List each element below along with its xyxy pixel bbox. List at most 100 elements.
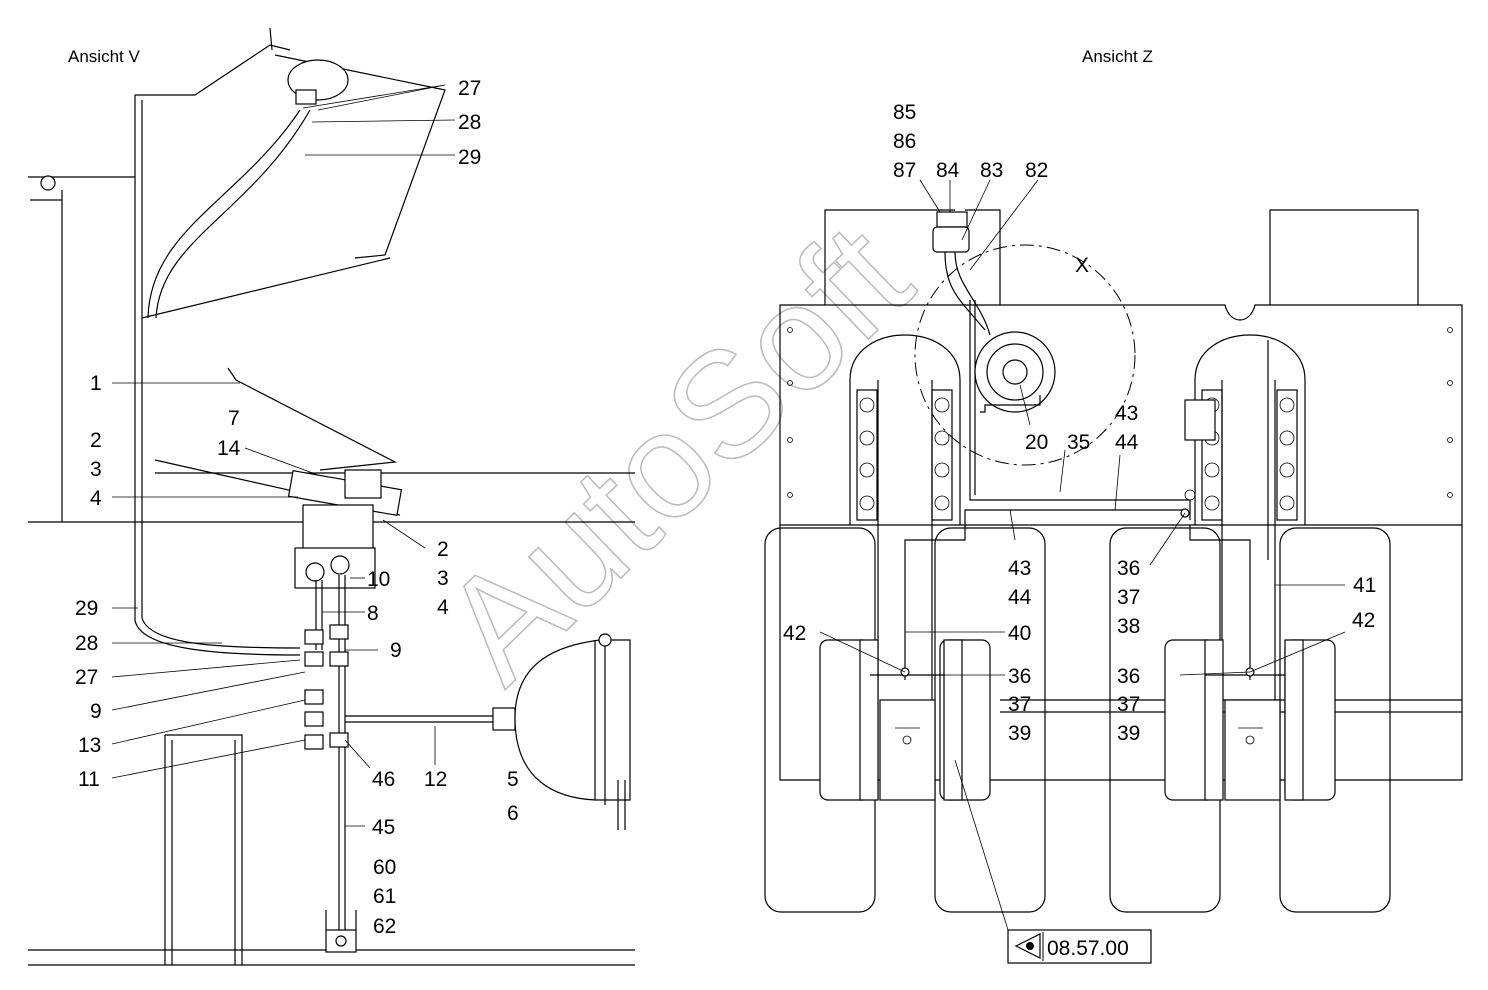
- leader-43b: [1009, 509, 1016, 541]
- leader-83: [961, 179, 991, 241]
- arch-right: [1194, 334, 1306, 525]
- callout-46: 46: [372, 768, 395, 791]
- callout-7: 7: [228, 407, 240, 430]
- leader-20: [1019, 384, 1031, 426]
- fitting-b: [329, 651, 349, 667]
- callout-43: 43: [1115, 402, 1138, 425]
- fitting-g: [304, 734, 324, 750]
- callout-82: 82: [1025, 159, 1048, 182]
- callout-20: 20: [1025, 431, 1048, 454]
- callout-84: 84: [936, 159, 960, 182]
- callout-44: 44: [1115, 431, 1139, 454]
- brake-valve-body: [302, 504, 374, 554]
- callout-10: 10: [367, 568, 390, 591]
- hose-lower-1: [134, 510, 301, 656]
- callout-41: 41: [1353, 574, 1376, 597]
- fitting-h: [329, 732, 349, 748]
- housing-left-wall: [134, 95, 143, 510]
- right-callouts: 85 86 87 84 83 82 20 35 43 44 43 44 40 4…: [783, 101, 1376, 745]
- leader-87: [919, 179, 941, 213]
- callout-28-b: 28: [75, 632, 98, 655]
- callout-29-b: 29: [75, 597, 98, 620]
- callout-36: 36: [1008, 665, 1031, 688]
- hose-upper-2: [155, 109, 311, 319]
- leader-46: [344, 739, 371, 769]
- bolt-column-right: [1201, 389, 1298, 521]
- left-callouts: 27 28 29 1 7 14 2 3 4 2 3 4 10 8 9 29 28…: [75, 77, 519, 938]
- brake-drums: [819, 639, 1336, 801]
- left-view: [28, 27, 635, 966]
- leader-9b: [111, 671, 306, 711]
- lower-frame: [164, 734, 243, 965]
- housing-tab: [269, 27, 273, 51]
- callout-39: 39: [1008, 722, 1031, 745]
- cylinder-flange: [594, 635, 606, 805]
- callout-3-b: 3: [437, 567, 449, 590]
- callout-4-b: 4: [437, 596, 449, 619]
- upper-fitting: [295, 89, 317, 105]
- leader-36c: [1179, 671, 1251, 676]
- fitting-d: [304, 651, 324, 667]
- callout-28: 28: [458, 111, 481, 134]
- line-40: [904, 509, 1185, 680]
- callout-62: 62: [373, 915, 396, 938]
- bracket-post: [30, 190, 63, 522]
- callout-37-b: 37: [1117, 586, 1140, 609]
- leader-reference: [954, 759, 1009, 931]
- abs-sensor-hub: [1002, 359, 1028, 385]
- callout-29: 29: [458, 146, 481, 169]
- reference-box[interactable]: 08.57.00: [1007, 929, 1152, 964]
- sensor-bracket: [980, 395, 1041, 413]
- cable-2: [954, 251, 991, 336]
- right-bracket: [1184, 399, 1216, 441]
- view-z-title: Ansicht Z: [1082, 47, 1153, 66]
- callout-42: 42: [783, 622, 806, 645]
- callout-87: 87: [893, 159, 916, 182]
- callout-35: 35: [1067, 431, 1090, 454]
- callout-27-b: 27: [75, 666, 98, 689]
- callout-60: 60: [373, 856, 396, 879]
- callout-61: 61: [373, 885, 396, 908]
- backplate-right: [1269, 209, 1419, 305]
- connector-housing: [932, 226, 970, 253]
- pedal-hinge: [344, 469, 382, 499]
- bolt-head: [40, 175, 56, 191]
- callout-83: 83: [980, 159, 1003, 182]
- backplate-left: [824, 209, 1001, 305]
- leader-13: [111, 699, 306, 745]
- port-left: [305, 562, 325, 582]
- callout-38: 38: [1117, 615, 1140, 638]
- callout-37-c: 37: [1117, 693, 1140, 716]
- leader-14: [244, 447, 319, 476]
- callout-37: 37: [1008, 693, 1031, 716]
- callout-6: 6: [507, 802, 519, 825]
- fitting-c: [304, 629, 324, 645]
- callout-45: 45: [372, 816, 395, 839]
- callout-2-b: 2: [437, 538, 449, 561]
- leader-28a: [311, 119, 456, 123]
- callout-5: 5: [507, 768, 519, 791]
- callout-11: 11: [78, 768, 100, 791]
- leader-2b: [382, 519, 426, 549]
- cylinder-rod: [617, 780, 626, 830]
- connector-84: [936, 211, 968, 228]
- leader-42b: [1249, 631, 1346, 673]
- detail-circle-x: [914, 244, 1136, 466]
- bolt-column-left: [856, 389, 953, 521]
- leader-27a: [302, 84, 446, 111]
- lower-transverse: [779, 525, 1463, 781]
- callout-36-b: 36: [1117, 557, 1140, 580]
- line-35: [969, 300, 1191, 520]
- view-v-title: Ansicht V: [68, 47, 140, 66]
- callout-43-b: 43: [1008, 557, 1031, 580]
- brake-cylinder: [514, 639, 631, 801]
- callout-86: 86: [893, 130, 916, 153]
- leader-42a: [819, 631, 906, 673]
- callout-39-b: 39: [1117, 722, 1140, 745]
- clamp-hole: [335, 935, 347, 947]
- clamp-sides: [325, 910, 357, 930]
- housing-right: [274, 54, 446, 259]
- hose-upper-1: [147, 109, 301, 319]
